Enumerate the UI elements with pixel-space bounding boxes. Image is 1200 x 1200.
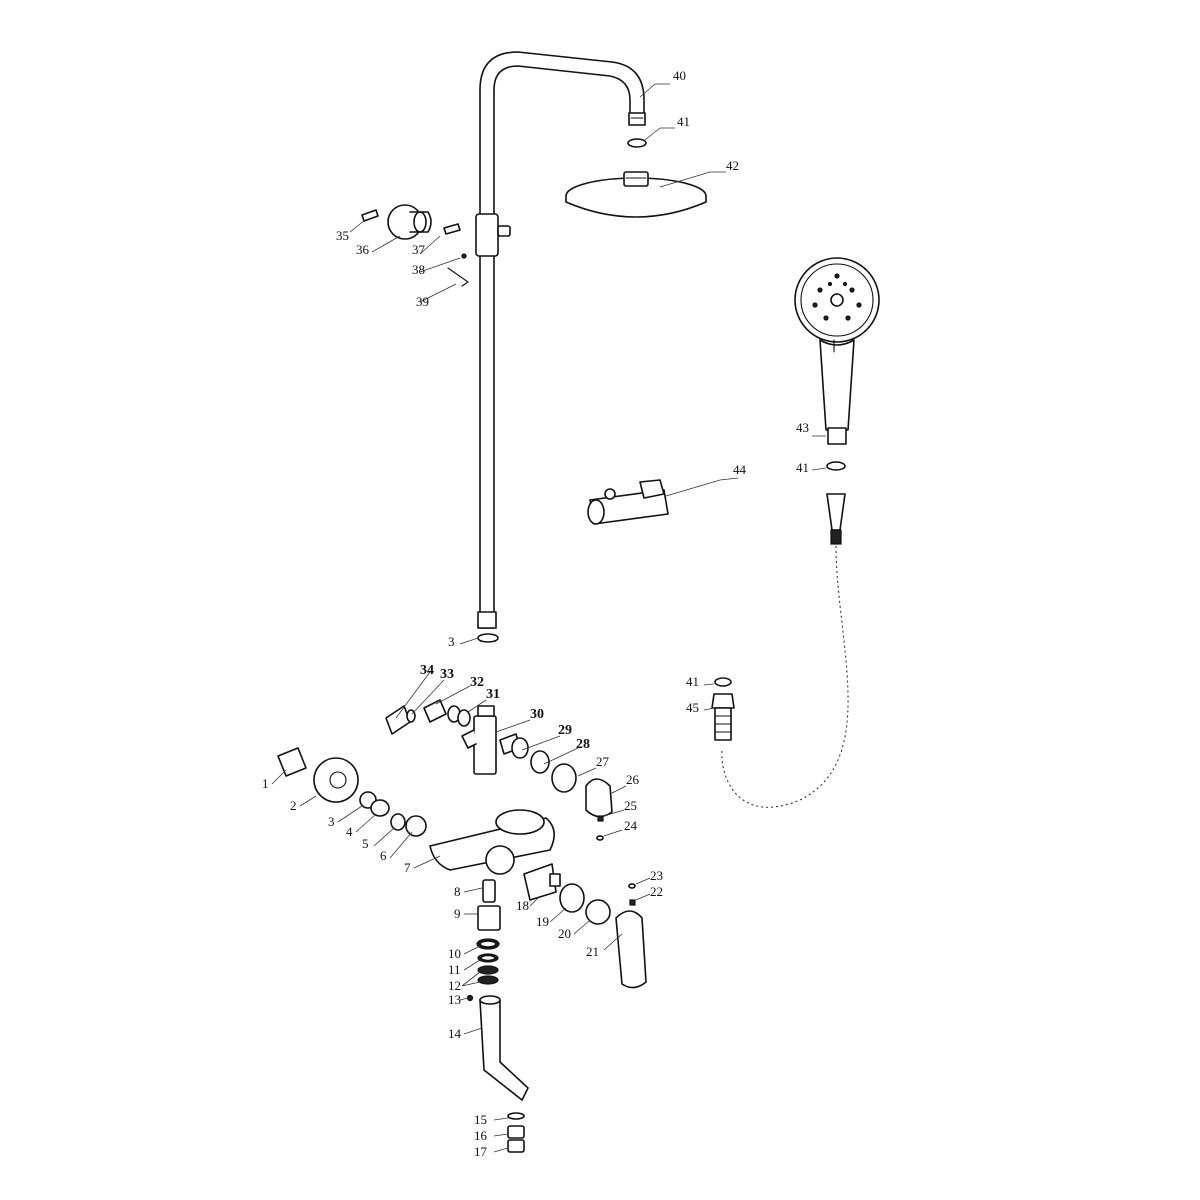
spout-parts bbox=[466, 879, 529, 1153]
callout-labels: 40 41 42 35 36 37 38 39 43 41 44 41 45 3… bbox=[262, 68, 809, 1159]
callout-15: 15 bbox=[474, 1112, 487, 1127]
callout-23: 23 bbox=[650, 868, 663, 883]
shower-riser bbox=[475, 51, 646, 629]
callout-9: 9 bbox=[454, 906, 461, 921]
callout-35: 35 bbox=[336, 228, 349, 243]
callout-6: 6 bbox=[380, 848, 387, 863]
callout-28: 28 bbox=[576, 737, 590, 752]
callout-12: 12 bbox=[448, 978, 461, 993]
callout-40: 40 bbox=[673, 68, 686, 83]
callout-20: 20 bbox=[558, 926, 571, 941]
mixer-body-parts bbox=[277, 747, 555, 875]
callout-8: 8 bbox=[454, 884, 461, 899]
callout-44: 44 bbox=[733, 462, 747, 477]
callout-22: 22 bbox=[650, 884, 663, 899]
callout-4: 4 bbox=[346, 824, 353, 839]
callout-42: 42 bbox=[726, 158, 739, 173]
callout-13: 13 bbox=[448, 992, 461, 1007]
washer-top bbox=[627, 138, 647, 148]
callout-30: 30 bbox=[530, 707, 544, 722]
hose-nut bbox=[711, 693, 735, 741]
callout-25: 25 bbox=[624, 798, 637, 813]
callout-3-riser: 3 bbox=[448, 634, 455, 649]
callout-19: 19 bbox=[536, 914, 549, 929]
overhead-shower-head bbox=[565, 171, 707, 218]
callout-21: 21 bbox=[586, 944, 599, 959]
callout-41-lower: 41 bbox=[686, 674, 699, 689]
washer-riser bbox=[477, 633, 499, 643]
wall-bracket-parts bbox=[361, 204, 469, 287]
diverter-assembly bbox=[385, 699, 613, 841]
callout-39: 39 bbox=[416, 294, 429, 309]
callout-5: 5 bbox=[362, 836, 369, 851]
shower-hose bbox=[721, 493, 849, 808]
callout-36: 36 bbox=[356, 242, 370, 257]
callout-34: 34 bbox=[420, 663, 434, 678]
callout-18: 18 bbox=[516, 898, 529, 913]
callout-24: 24 bbox=[624, 818, 638, 833]
callout-29: 29 bbox=[558, 723, 572, 738]
callout-41-hand: 41 bbox=[796, 460, 809, 475]
callout-32: 32 bbox=[470, 675, 484, 690]
callout-26: 26 bbox=[626, 772, 640, 787]
callout-43: 43 bbox=[796, 420, 809, 435]
callout-41-top: 41 bbox=[677, 114, 690, 129]
callout-33: 33 bbox=[440, 667, 454, 682]
washer-hand bbox=[826, 461, 846, 471]
callout-37: 37 bbox=[412, 242, 426, 257]
callout-17: 17 bbox=[474, 1144, 488, 1159]
callout-14: 14 bbox=[448, 1026, 462, 1041]
callout-10: 10 bbox=[448, 946, 461, 961]
callout-3-body: 3 bbox=[328, 814, 335, 829]
callout-38: 38 bbox=[412, 262, 425, 277]
cartridge-handle-parts bbox=[523, 863, 647, 989]
washer-lower bbox=[714, 677, 732, 687]
callout-45: 45 bbox=[686, 700, 699, 715]
callout-2: 2 bbox=[290, 798, 297, 813]
callout-16: 16 bbox=[474, 1128, 488, 1143]
callout-11: 11 bbox=[448, 962, 461, 977]
callout-27: 27 bbox=[596, 754, 610, 769]
callout-31: 31 bbox=[486, 687, 500, 702]
hand-shower bbox=[794, 257, 880, 445]
callout-7: 7 bbox=[404, 860, 411, 875]
callout-1: 1 bbox=[262, 776, 269, 791]
slide-holder bbox=[587, 479, 669, 525]
leader-lines bbox=[271, 83, 827, 1153]
